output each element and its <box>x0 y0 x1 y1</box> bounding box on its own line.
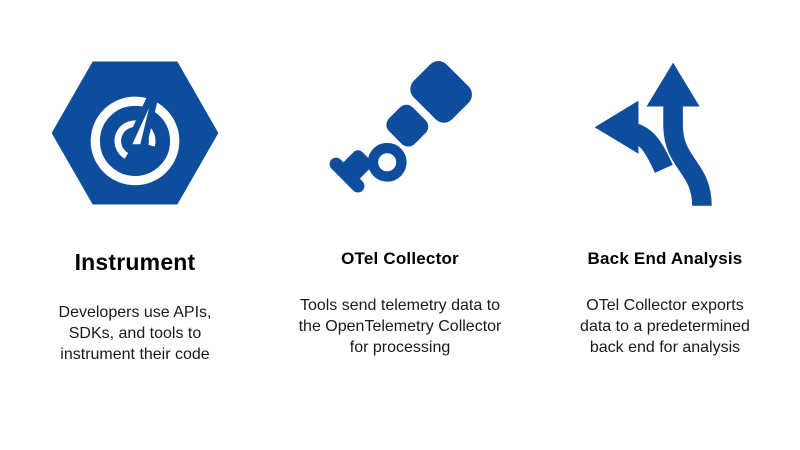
gauge-hexagon-icon <box>49 30 221 235</box>
column-title: Back End Analysis <box>587 249 743 268</box>
column-back-end-analysis: Back End Analysis OTel Collector exports… <box>530 30 800 450</box>
column-title: Instrument <box>74 249 196 275</box>
column-description: Developers use APIs, SDKs, and tools to … <box>58 304 212 364</box>
branching-arrows-icon <box>590 30 740 235</box>
column-title: OTel Collector <box>341 249 459 268</box>
column-description: Tools send telemetry data to the OpenTel… <box>298 297 502 357</box>
column-otel-collector: OTel Collector Tools send telemetry data… <box>270 30 530 450</box>
telescope-icon <box>316 30 484 235</box>
column-instrument: Instrument Developers use APIs, SDKs, an… <box>0 30 270 450</box>
column-description: OTel Collector exports data to a predete… <box>580 297 750 357</box>
